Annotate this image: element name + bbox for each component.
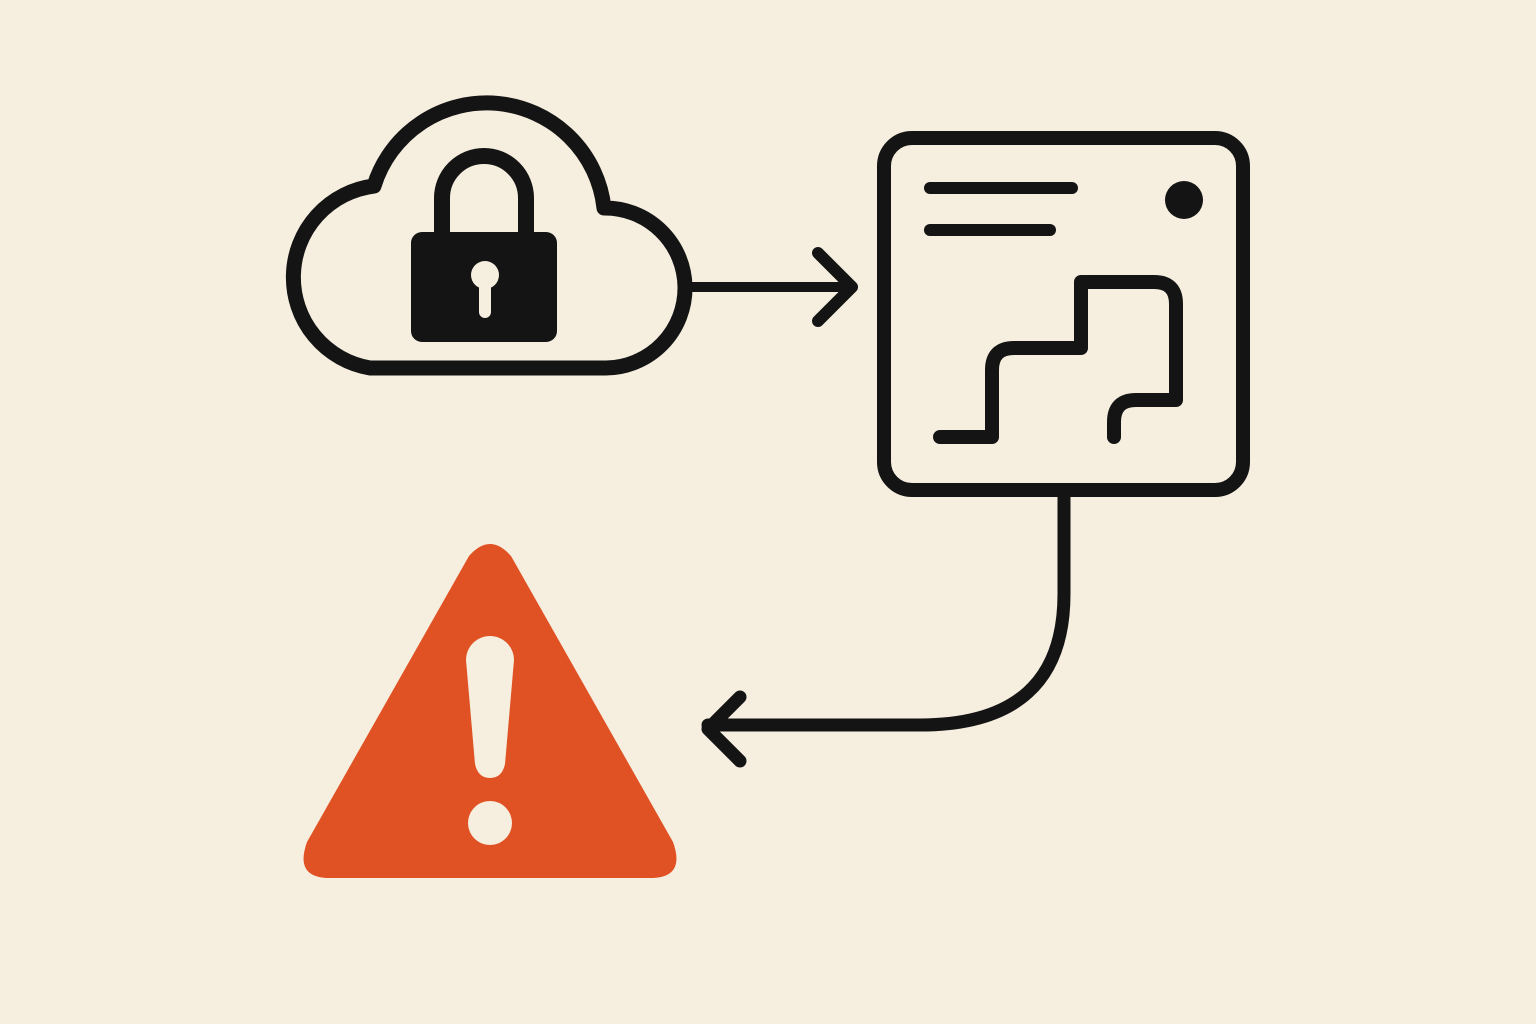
keyhole-icon: [471, 261, 499, 318]
circuit-path: [933, 275, 1183, 444]
arrow-window-to-warning: [701, 490, 1071, 768]
window-frame: [877, 131, 1250, 497]
arrow-cloud-to-window: [683, 247, 858, 327]
warning-triangle-icon: [303, 544, 677, 878]
exclamation-bar: [466, 636, 514, 778]
arrowhead-right-icon: [812, 247, 858, 327]
connector-curve: [701, 490, 1071, 732]
exclamation-dot: [468, 801, 512, 845]
padlock-shackle: [434, 148, 534, 242]
cloud-lock-icon: [285, 95, 693, 376]
status-dot: [1165, 181, 1203, 219]
cloud-outline: [285, 95, 693, 376]
app-window-icon: [877, 131, 1250, 497]
arrowhead-left-icon: [701, 690, 747, 768]
